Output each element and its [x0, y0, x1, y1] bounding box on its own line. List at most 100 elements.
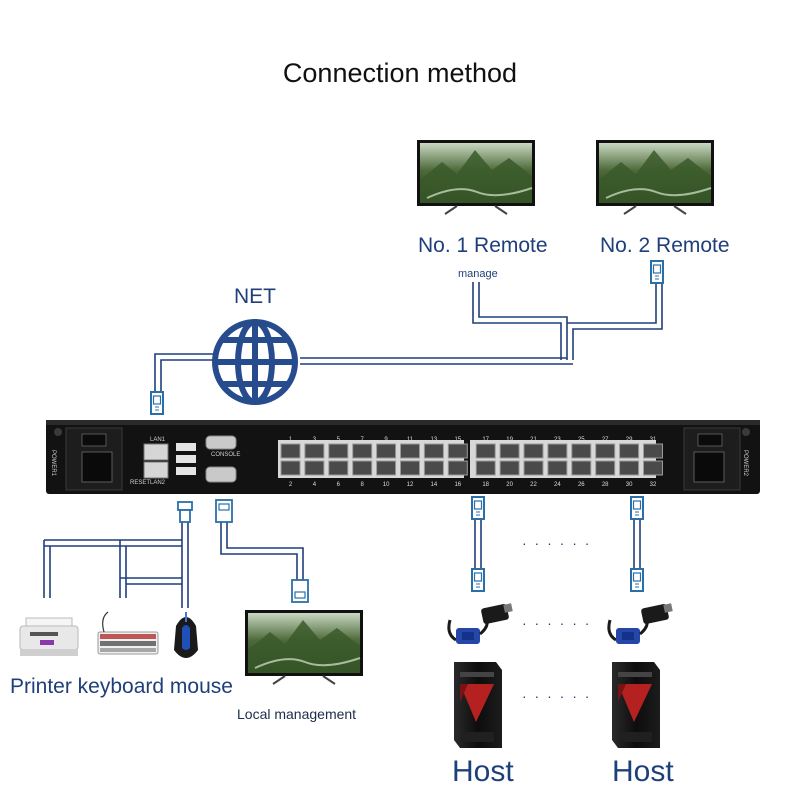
rj45-port-13: [423, 443, 444, 459]
port-number-label: 30: [626, 482, 633, 488]
pc-tower-icon: [612, 662, 660, 748]
rj45-port-25: [571, 443, 592, 459]
port-number-label: 13: [431, 437, 438, 443]
local-monitor-icon: [244, 609, 364, 685]
rj45-port-2: [280, 460, 301, 476]
rj45-port-30: [619, 460, 640, 476]
rj45-port-5: [328, 443, 349, 459]
port-number-label: 15: [454, 437, 461, 443]
rj45-port-17: [475, 443, 496, 459]
port-number-label: 4: [313, 482, 317, 488]
port-number-label: 7: [361, 437, 365, 443]
port-number-label: 16: [454, 482, 461, 488]
port-number-label: 12: [407, 482, 414, 488]
remote-1-monitor-icon: [416, 139, 536, 215]
port-number-label: 20: [506, 482, 513, 488]
port-number-label: 29: [626, 437, 633, 443]
port-number-label: 26: [578, 482, 585, 488]
rj45-port-14: [423, 460, 444, 476]
port-number-label: 19: [506, 437, 513, 443]
port-number-label: 32: [650, 482, 657, 488]
port-number-label: 25: [578, 437, 585, 443]
rj45-port-24: [547, 460, 568, 476]
local-management-label: Local management: [237, 706, 357, 722]
port-number-label: 6: [337, 482, 341, 488]
rj45-port-3: [304, 443, 325, 459]
rj45-port-6: [328, 460, 349, 476]
rj45-port-31: [643, 443, 663, 459]
rj45-port-12: [400, 460, 420, 476]
rj45-port-16: [447, 460, 468, 476]
rj45-plug-icon: [630, 568, 644, 592]
rj45-port-19: [499, 443, 520, 459]
rj45-port-7: [352, 443, 373, 459]
usb-plug-icon: [177, 501, 193, 523]
port-number-label: 17: [482, 437, 489, 443]
port-number-label: 24: [554, 482, 561, 488]
rj45-port-28: [595, 460, 616, 476]
rj45-port-8: [352, 460, 373, 476]
ellipsis-adapters: · · · · · ·: [522, 615, 592, 631]
rj45-port-1: [280, 443, 301, 459]
rj45-plug-icon: [471, 568, 485, 592]
port-number-label: 21: [530, 437, 537, 443]
power1-label: POWER1: [50, 450, 56, 477]
lan2-label: LAN2: [150, 480, 166, 486]
peripherals-label: Printer keyboard mouse: [10, 675, 233, 698]
remote-1-label: No. 1 Remote: [418, 234, 548, 257]
rj45-port-18: [475, 460, 496, 476]
rj45-port-11: [400, 443, 420, 459]
rj45-port-29: [619, 443, 640, 459]
port-number-label: 9: [384, 437, 388, 443]
globe-icon: [212, 319, 298, 405]
rj45-port-9: [376, 443, 397, 459]
rj45-port-26: [571, 460, 592, 476]
host-1-label: Host: [452, 755, 514, 788]
usb-vga-adapter-icon: [607, 601, 675, 646]
remote-2-monitor-icon: [595, 139, 715, 215]
port-number-label: 23: [554, 437, 561, 443]
host-2-label: Host: [612, 755, 674, 788]
port-number-label: 11: [407, 437, 414, 443]
cable-lines: [43, 282, 663, 608]
rj45-port-10: [376, 460, 397, 476]
reset-label: RESET: [130, 480, 151, 486]
lan1-label: LAN1: [150, 437, 166, 443]
power-switch-icon: [697, 433, 723, 447]
rj45-plug-icon: [471, 496, 485, 520]
kvm-switch: 1234567891011121314151617181920212223242…: [46, 420, 760, 494]
rj45-port-22: [523, 460, 544, 476]
diagram-title: Connection method: [282, 58, 518, 88]
power-socket-icon: [693, 451, 725, 483]
port-number-label: 27: [602, 437, 609, 443]
rj45-plug-icon: [650, 260, 664, 284]
port-number-label: 5: [337, 437, 341, 443]
power2-label: POWER2: [742, 450, 748, 477]
rj45-plug-icon: [630, 496, 644, 520]
rj45-port-21: [523, 443, 544, 459]
remote-1-sublabel: manage: [458, 268, 498, 280]
port-number-label: 8: [361, 482, 365, 488]
port-number-label: 18: [482, 482, 489, 488]
port-number-label: 10: [383, 482, 390, 488]
power-switch-icon: [81, 433, 107, 447]
rj45-plug-icon: [150, 391, 164, 415]
net-label: NET: [234, 285, 276, 308]
port-number-label: 3: [313, 437, 317, 443]
rj45-port-4: [304, 460, 325, 476]
console-label: CONSOLE: [211, 452, 241, 458]
mouse-icon: [174, 612, 198, 658]
port-number-label: 28: [602, 482, 609, 488]
rj45-port-27: [595, 443, 616, 459]
remote-2-label: No. 2 Remote: [600, 234, 730, 257]
rj45-port-23: [547, 443, 568, 459]
rj45-port-32: [643, 460, 663, 476]
ellipsis-cables: · · · · · ·: [522, 535, 592, 551]
port-number-label: 31: [650, 437, 657, 443]
keyboard-icon: [97, 611, 159, 655]
port-number-label: 2: [289, 482, 293, 488]
power-socket-icon: [81, 451, 113, 483]
rj45-port-20: [499, 460, 520, 476]
